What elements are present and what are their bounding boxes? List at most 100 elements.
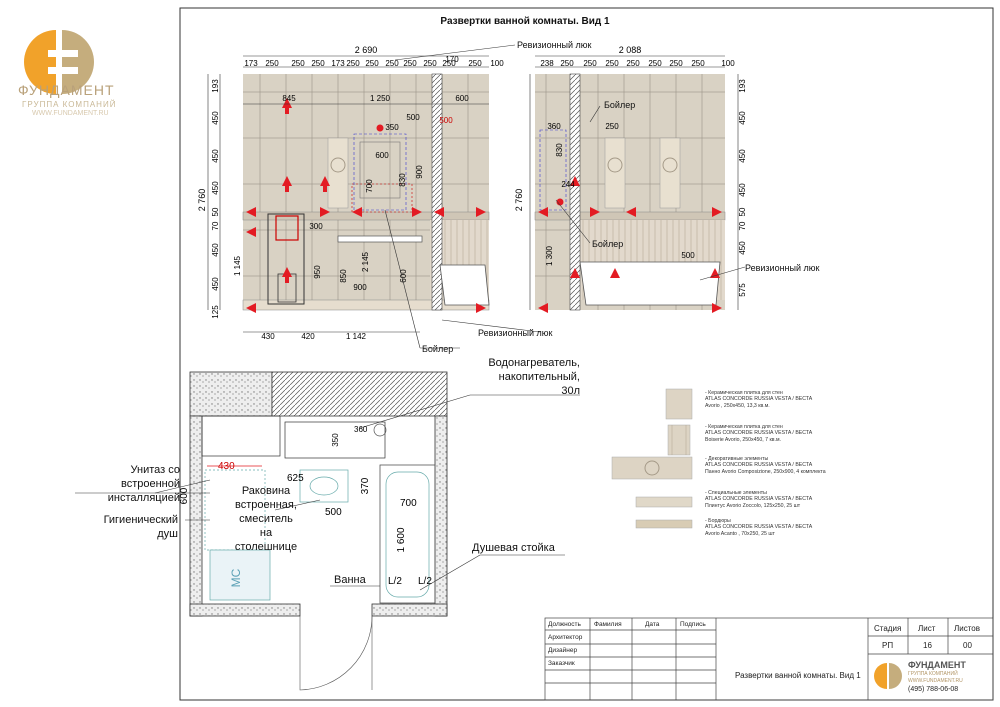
- elev1-height: 2 760: [197, 189, 207, 212]
- dim: 1 142: [346, 332, 367, 341]
- dim: 170: [445, 55, 459, 64]
- legend-item-3: - Декоративные элементы ATLAS CONCORDE R…: [705, 456, 826, 475]
- legend-item-1: - Керамическая плитка для стен ATLAS CON…: [705, 390, 813, 409]
- legend-item-4: - Специальные элементы ATLAS CONCORDE RU…: [705, 490, 813, 509]
- dim: 360: [354, 425, 368, 434]
- dim: 450: [738, 111, 747, 125]
- elev2-boiler-bottom: Бойлер: [592, 239, 624, 249]
- dim: 250: [365, 59, 379, 68]
- dim: 2 145: [361, 251, 370, 272]
- dim: 250: [423, 59, 437, 68]
- dim: 600: [399, 269, 408, 283]
- dim: 900: [353, 283, 367, 292]
- elev1-revision-top: Ревизионный люк: [517, 40, 592, 50]
- dim: 244: [561, 180, 575, 189]
- sheet-title: Развертки ванной комнаты. Вид 1: [440, 16, 610, 27]
- dim: 250: [626, 59, 640, 68]
- dim: 125: [211, 305, 220, 319]
- elev2-inner-dims: 360 250 830 244 1 300 500: [545, 122, 695, 266]
- company-logo: [24, 30, 94, 94]
- dim: 193: [738, 79, 747, 93]
- elev2-right-dims: 193 450 450 450 50 70 450 575: [738, 79, 747, 297]
- dim: 450: [211, 181, 220, 195]
- logo-site: WWW.FUNDAMENT.RU: [32, 110, 109, 117]
- dim: 250: [560, 59, 574, 68]
- dim: 173: [244, 59, 258, 68]
- tb-sheet-header: Лист: [918, 624, 936, 633]
- dim: L/2: [388, 576, 402, 587]
- legend-item-5: - Бордюры ATLAS CONCORDE RUSSIA VESTA / …: [705, 518, 813, 537]
- elev2-boiler-top: Бойлер: [604, 100, 636, 110]
- elev2-top-dims: 238 250 250 250 250 250 250 250 100: [540, 59, 735, 68]
- dim: 70: [738, 221, 747, 230]
- tb-brand: ФУНДАМЕНТ: [908, 660, 966, 670]
- dim: 250: [669, 59, 683, 68]
- label-bath: Ванна: [334, 574, 366, 586]
- dim: 100: [721, 59, 735, 68]
- dim: 238: [540, 59, 554, 68]
- dim: 1 145: [233, 255, 242, 276]
- tb-role-architect: Архитектор: [548, 634, 583, 641]
- dim: 370: [360, 477, 371, 494]
- tb-brand-sub: ГРУППА КОМПАНИЙ: [908, 671, 958, 677]
- dim: 500: [439, 116, 453, 125]
- dim: 1 250: [370, 94, 391, 103]
- dim: 430: [218, 461, 235, 472]
- label-water-heater: Водонагреватель, накопительный, 30л: [488, 357, 580, 397]
- tb-stage-header: Стадия: [874, 624, 902, 633]
- dim: 430: [261, 332, 275, 341]
- dim: 700: [400, 498, 417, 509]
- dim: 50: [738, 207, 747, 216]
- dim: 250: [265, 59, 279, 68]
- dim: 193: [211, 79, 220, 93]
- dim: 50: [211, 207, 220, 216]
- dim: 250: [385, 59, 399, 68]
- elev1-top-dims: 173 250 250 250 173 250 250 250 250 250 …: [244, 55, 504, 68]
- dim: 250: [648, 59, 662, 68]
- dim: 575: [738, 283, 747, 297]
- dim: 250: [468, 59, 482, 68]
- tb-header-name: Фамилия: [594, 621, 622, 628]
- dim: 350: [331, 433, 340, 447]
- legend-item-2: - Керамическая плитка для стен ATLAS CON…: [705, 424, 813, 443]
- dim: 600: [455, 94, 469, 103]
- dim: 250: [291, 59, 305, 68]
- dim: 450: [738, 183, 747, 197]
- dim: 250: [346, 59, 360, 68]
- dim: 950: [313, 265, 322, 279]
- label-toilet: Унитаз со встроенной инсталляцией: [107, 464, 180, 504]
- tb-brand-site: WWW.FUNDAMENT.RU: [908, 678, 963, 684]
- elev2-revision: Ревизионный люк: [745, 263, 820, 273]
- dim: 500: [325, 507, 342, 518]
- label-hygiene-shower: Гигиенический душ: [103, 514, 178, 540]
- tb-stage: РП: [882, 641, 894, 650]
- elev2-height: 2 760: [514, 189, 524, 212]
- dim: 830: [398, 173, 407, 187]
- dim: 100: [490, 59, 504, 68]
- label-sink: Раковина встроенная, смеситель на столеш…: [234, 485, 298, 553]
- dim: 600: [375, 151, 389, 160]
- dim: 70: [211, 221, 220, 230]
- dim: L/2: [418, 576, 432, 587]
- tb-drawing-name: Развертки ванной комнаты. Вид 1: [735, 671, 861, 680]
- tb-header-position: Должность: [548, 621, 581, 628]
- elev1-inner-dims: 350 500 500 600 830 900 700 2 145 300 95…: [233, 113, 453, 292]
- dim: 450: [211, 277, 220, 291]
- dim: 173: [331, 59, 345, 68]
- tb-sheets: 00: [963, 641, 972, 650]
- dim: 250: [605, 122, 619, 131]
- elev1-total-width: 2 690: [355, 45, 378, 55]
- dim: 250: [442, 59, 456, 68]
- dim: 625: [287, 473, 304, 484]
- dim: 500: [681, 251, 695, 260]
- dim: 450: [211, 243, 220, 257]
- dim: 360: [547, 122, 561, 131]
- label-shower-rack: Душевая стойка: [472, 542, 555, 554]
- tb-sheet: 16: [923, 641, 932, 650]
- tb-sheets-header: Листов: [954, 624, 980, 633]
